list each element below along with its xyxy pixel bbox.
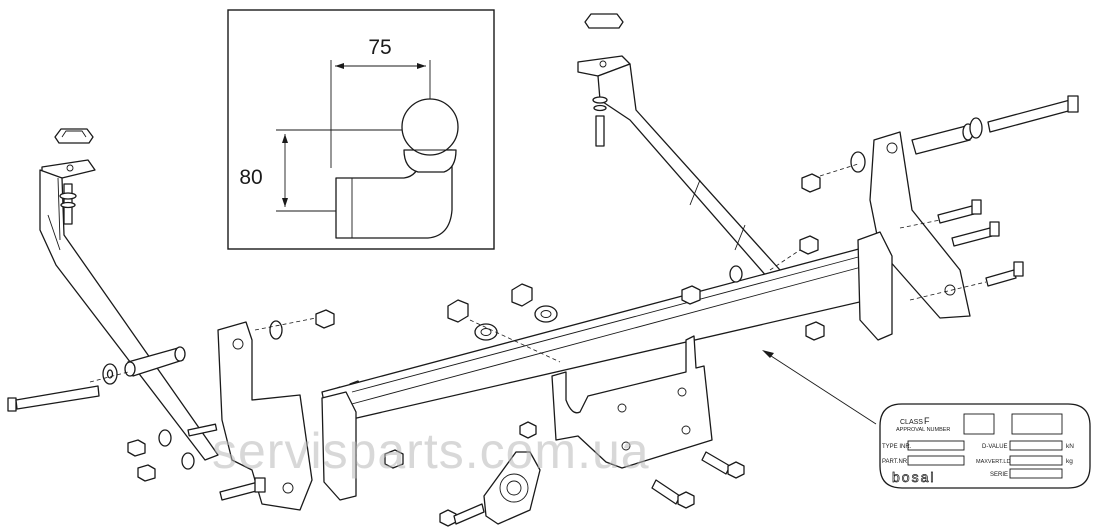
part-label: PART.NR. — [882, 459, 909, 465]
serie-label: SERIE — [990, 472, 1008, 478]
approval-label: APPROVAL NUMBER — [896, 427, 950, 433]
assembly-guide-lines — [89, 163, 987, 383]
type-plate: CLASS F APPROVAL NUMBER TYPE INR. D-VALU… — [879, 403, 1091, 489]
maxvert-label: MAXVERT.LD — [976, 459, 1010, 465]
class-value: F — [924, 416, 930, 426]
maxvert-unit: kg — [1066, 458, 1073, 465]
watermark: servisparts.com.ua — [212, 423, 650, 479]
type-label: TYPE INR. — [882, 444, 912, 450]
main-cross-beam — [321, 231, 893, 501]
class-label: CLASS — [900, 419, 923, 426]
tow-ball-inset: 75 80 — [227, 9, 495, 250]
dimension-75-label: 75 — [368, 36, 391, 59]
ball-mount-plate — [439, 335, 745, 527]
dimension-80-label: 80 — [239, 166, 262, 189]
bosal-logo: bosal — [892, 469, 935, 485]
right-side-bracket — [577, 13, 1079, 319]
left-side-bracket — [7, 128, 404, 511]
dvalue-unit: kN — [1066, 443, 1074, 450]
dvalue-label: D-VALUE — [982, 444, 1008, 450]
plate-pointer-arrow — [762, 350, 877, 425]
